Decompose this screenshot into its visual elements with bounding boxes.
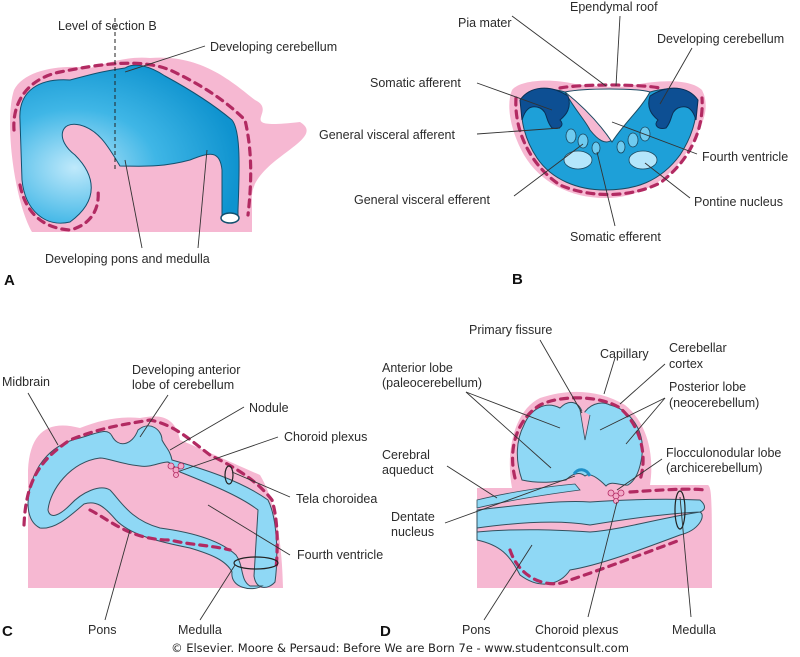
label-anterior-lobe-d-1: Anterior lobe	[382, 361, 453, 375]
choroid-plexus-d	[607, 489, 625, 504]
label-cerebellar-cortex-2: cortex	[669, 357, 704, 371]
cerebellum-right-b	[648, 87, 699, 129]
panel-c: Midbrain Developing anterior lobe of cer…	[2, 363, 383, 640]
label-developing-cerebellum-a: Developing cerebellum	[210, 40, 337, 54]
vessels-c-2	[88, 508, 232, 552]
cerebellum-left-b	[519, 87, 570, 129]
label-flocculonodular-2: (archicerebellum)	[666, 461, 763, 475]
panel-letter-b: B	[512, 271, 523, 288]
label-somatic-afferent: Somatic afferent	[370, 76, 461, 90]
vessels-d-3	[508, 538, 682, 586]
label-pons-c: Pons	[88, 623, 117, 637]
nuclei-b	[563, 126, 658, 170]
label-choroid-plexus-c: Choroid plexus	[284, 430, 367, 444]
cerebellum-d	[516, 401, 643, 487]
panel-letter-a: A	[4, 272, 15, 289]
fissure-d	[579, 409, 591, 441]
label-pia-mater: Pia mater	[458, 16, 512, 30]
brainstem-tube-a	[19, 64, 240, 224]
panel-letter-c: C	[2, 623, 13, 640]
copyright-credit: © Elsevier. Moore & Persaud: Before We a…	[171, 641, 629, 655]
label-posterior-lobe-2: (neocerebellum)	[669, 396, 759, 410]
dentate-nucleus-d	[572, 468, 592, 477]
choroid-plexus-c	[167, 462, 185, 478]
label-medulla-c: Medulla	[178, 623, 222, 637]
panel-b: Ependymal roof Pia mater Developing cere…	[319, 0, 788, 288]
label-anterior-lobe-c-1: Developing anterior	[132, 363, 240, 377]
label-tela-choroidea: Tela choroidea	[296, 492, 377, 506]
label-cerebral-aqueduct-1: Cerebral	[382, 448, 430, 462]
label-capillary: Capillary	[600, 347, 649, 361]
medulla-ring-d	[674, 490, 686, 530]
label-fourth-ventricle-c: Fourth ventricle	[297, 548, 383, 562]
label-medulla-d: Medulla	[672, 623, 716, 637]
panel-letter-d: D	[380, 623, 391, 640]
label-choroid-plexus-d: Choroid plexus	[535, 623, 618, 637]
label-primary-fissure: Primary fissure	[469, 323, 552, 337]
label-pons-d: Pons	[462, 623, 491, 637]
label-fourth-ventricle-b: Fourth ventricle	[702, 150, 788, 164]
label-anterior-lobe-d-2: (paleocerebellum)	[382, 376, 482, 390]
label-dentate-2: nucleus	[391, 525, 434, 539]
panel-d: Primary fissure Capillary Cerebellar cor…	[380, 323, 781, 640]
label-general-visceral-efferent: General visceral efferent	[354, 193, 490, 207]
label-somatic-efferent: Somatic efferent	[570, 230, 661, 244]
vessels-c	[22, 418, 279, 572]
label-midbrain: Midbrain	[2, 375, 50, 389]
vessels-a	[12, 61, 253, 217]
brainstem-d	[476, 498, 705, 585]
vessels-b-roof	[558, 83, 662, 90]
label-nodule: Nodule	[249, 401, 289, 415]
central-canal-a	[220, 212, 240, 224]
tela-ring-c	[224, 465, 234, 485]
label-level-of-section-b: Level of section B	[58, 19, 157, 33]
label-flocculonodular-1: Flocculonodular lobe	[666, 446, 781, 460]
label-anterior-lobe-c-2: lobe of cerebellum	[132, 378, 234, 392]
vessels-d-2	[628, 487, 707, 494]
label-posterior-lobe-1: Posterior lobe	[669, 380, 746, 394]
label-ependymal-roof: Ependymal roof	[570, 0, 658, 14]
ventricle-b	[563, 88, 651, 143]
label-general-visceral-afferent: General visceral afferent	[319, 128, 455, 142]
panel-a: Level of section B Developing cerebellum…	[4, 18, 337, 289]
label-cerebral-aqueduct-2: aqueduct	[382, 463, 434, 477]
label-developing-cerebellum-b: Developing cerebellum	[657, 32, 784, 46]
label-cerebellar-cortex-1: Cerebellar	[669, 341, 727, 355]
label-dentate-1: Dentate	[391, 510, 435, 524]
medulla-ring-c	[233, 556, 279, 570]
vessels-a-2	[18, 183, 100, 232]
label-pontine-nucleus: Pontine nucleus	[694, 195, 783, 209]
label-pons-medulla-a: Developing pons and medulla	[45, 252, 210, 266]
